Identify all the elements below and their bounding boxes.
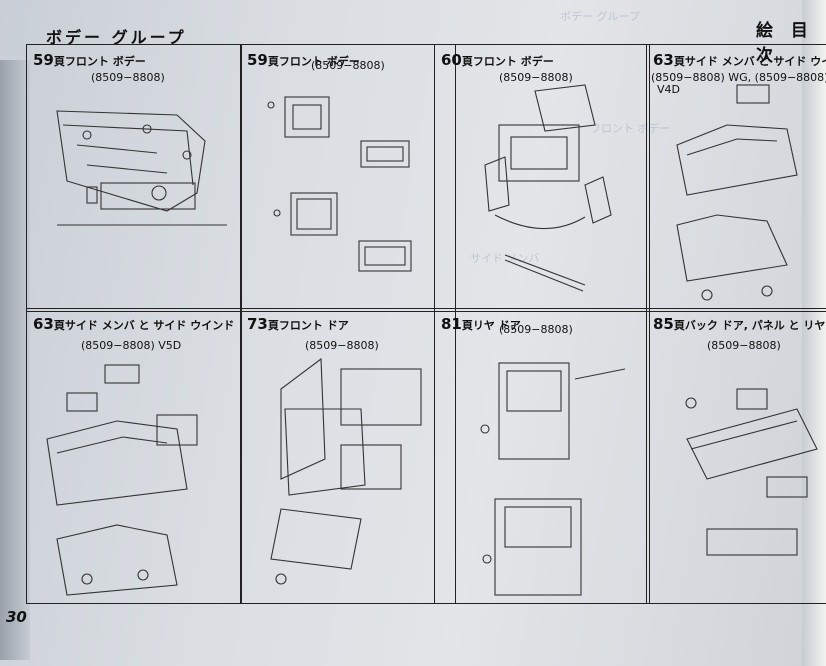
bleed-through-text: フロント ボデー [590, 122, 671, 135]
bumper-diagram [56, 110, 227, 226]
index-grid: 59頁フロント ボデー (8509−8808) 59頁フロント ボデー (850… [20, 44, 826, 604]
grille-diagram [267, 96, 412, 272]
page-ref: 73 [247, 315, 268, 333]
cell-title: フロント ボデー [278, 55, 360, 68]
cell-subtitle: (8509−8808) [499, 71, 573, 84]
group-title: ボデー グループ [46, 28, 187, 47]
side-member-diagram [676, 84, 798, 301]
front-panel-diagram [484, 84, 612, 292]
index-cell-rear-door[interactable]: 81頁リヤ ドア (8509−8808) [434, 308, 650, 604]
cell-subtitle: (8509−8808) [91, 71, 165, 84]
side-window-diagram [46, 364, 198, 596]
cell-title: フロント ボデー [64, 55, 146, 68]
index-cell-back-door[interactable]: 85頁バック ドア, パネル と リヤ パネル (8509−8808) [646, 308, 826, 604]
index-title: 絵 目 次 [756, 21, 814, 66]
index-cell-side-member-2[interactable]: 63頁サイド メンバ と サイド ウインド (8509−8808) V5D [26, 308, 242, 604]
cell-subtitle: (8509−8808) WG, (8509−8808) [651, 71, 826, 84]
page-ref: 63 [653, 51, 674, 69]
cell-subtitle: (8509−8808) [499, 323, 573, 336]
page-number: 30 [6, 608, 27, 626]
page-edge [802, 0, 826, 666]
binding-shadow [0, 60, 30, 660]
cell-title: サイド メンバ と サイド ウインド [684, 55, 826, 68]
index-cell-side-member-1[interactable]: 63頁サイド メンバ と サイド ウインド (8509−8808) WG, (8… [646, 44, 826, 312]
cell-subtitle-2: V4D [657, 83, 680, 96]
cell-title: サイド メンバ と サイド ウインド [64, 319, 235, 332]
index-cell-front-body-2[interactable]: 59頁フロント ボデー (8509−8808) [240, 44, 456, 312]
cell-subtitle: (8509−8808) V5D [81, 339, 182, 352]
page-ref: 63 [33, 315, 54, 333]
index-cell-front-body-1[interactable]: 59頁フロント ボデー (8509−8808) [26, 44, 242, 312]
cell-subtitle: (8509−8808) [707, 339, 781, 352]
page-ref: 59 [247, 51, 268, 69]
page-ref: 81 [441, 315, 462, 333]
front-door-diagram [270, 357, 422, 585]
cell-subtitle: (8509−8808) [311, 59, 385, 72]
rear-door-diagram [480, 362, 626, 596]
cell-title: フロント ドア [278, 319, 349, 332]
page-ref: 60 [441, 51, 462, 69]
cell-subtitle: (8509−8808) [305, 339, 379, 352]
page-ref: 85 [653, 315, 674, 333]
back-door-diagram [685, 388, 818, 556]
bleed-through-text: ボデー グループ [560, 10, 640, 23]
index-cell-front-door[interactable]: 73頁フロント ドア (8509−8808) [240, 308, 456, 604]
cell-title: バック ドア, パネル と リヤ パネル [684, 319, 826, 332]
cell-title: フロント ボデー [472, 55, 554, 68]
index-cell-front-body-3[interactable]: 60頁フロント ボデー (8509−8808) [434, 44, 650, 312]
cell-title: リヤ ドア [472, 319, 521, 332]
page-ref: 59 [33, 51, 54, 69]
